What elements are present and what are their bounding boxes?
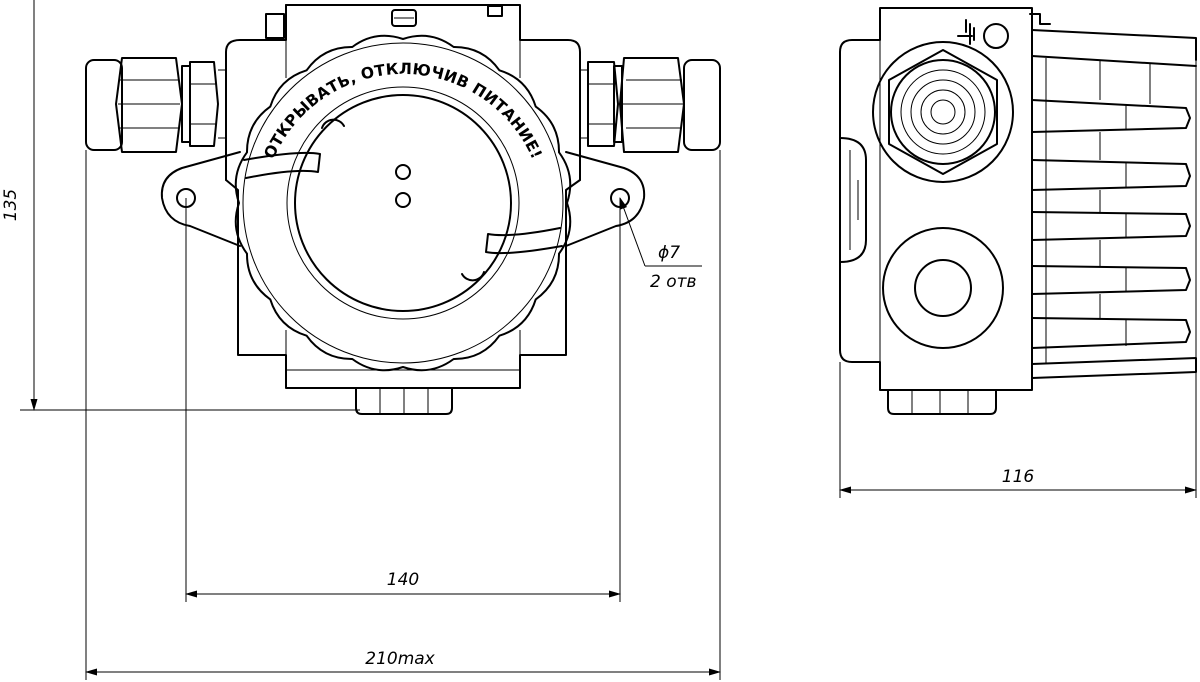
front-view: ОТКРЫВАТЬ, ОТКЛЮЧИВ ПИТАНИЕ! 135 140 210…	[1, 0, 721, 680]
side-bottom-gland	[887, 389, 997, 415]
side-top-gland	[872, 41, 1014, 183]
dimension-depth-label: 116	[1002, 467, 1035, 487]
cable-gland-right	[580, 57, 721, 153]
hole-diameter-label: ϕ7	[658, 243, 680, 263]
cooling-fins	[1031, 29, 1197, 379]
hole-callout: ϕ7 2 отв	[619, 197, 702, 292]
dimension-height-label: 135	[1, 189, 21, 221]
cover-window	[294, 94, 512, 312]
dimension-overall-width-label: 210max	[365, 649, 435, 669]
mounting-ear-left	[160, 151, 241, 247]
housing-body	[225, 4, 581, 389]
dimension-height: 135	[1, 0, 360, 411]
dimension-depth: 116	[839, 362, 1197, 498]
cable-gland-left	[85, 57, 226, 153]
side-view: 116	[839, 7, 1197, 498]
hole-count-label: 2 отв	[650, 272, 697, 292]
side-bottom-plug	[882, 227, 1004, 349]
cover-warning-text: ОТКРЫВАТЬ, ОТКЛЮЧИВ ПИТАНИЕ!	[260, 60, 545, 162]
dimension-hole-spacing-label: 140	[387, 570, 419, 590]
dimension-hole-spacing: 140	[185, 198, 621, 602]
top-screw	[391, 9, 417, 27]
indicator-hole-top	[395, 164, 411, 180]
indicator-hole-bottom	[395, 192, 411, 208]
dimension-overall-width: 210max	[85, 150, 721, 680]
cable-gland-bottom	[355, 387, 453, 415]
cover: ОТКРЫВАТЬ, ОТКЛЮЧИВ ПИТАНИЕ!	[234, 34, 572, 372]
ground-symbol-icon	[957, 19, 1009, 49]
